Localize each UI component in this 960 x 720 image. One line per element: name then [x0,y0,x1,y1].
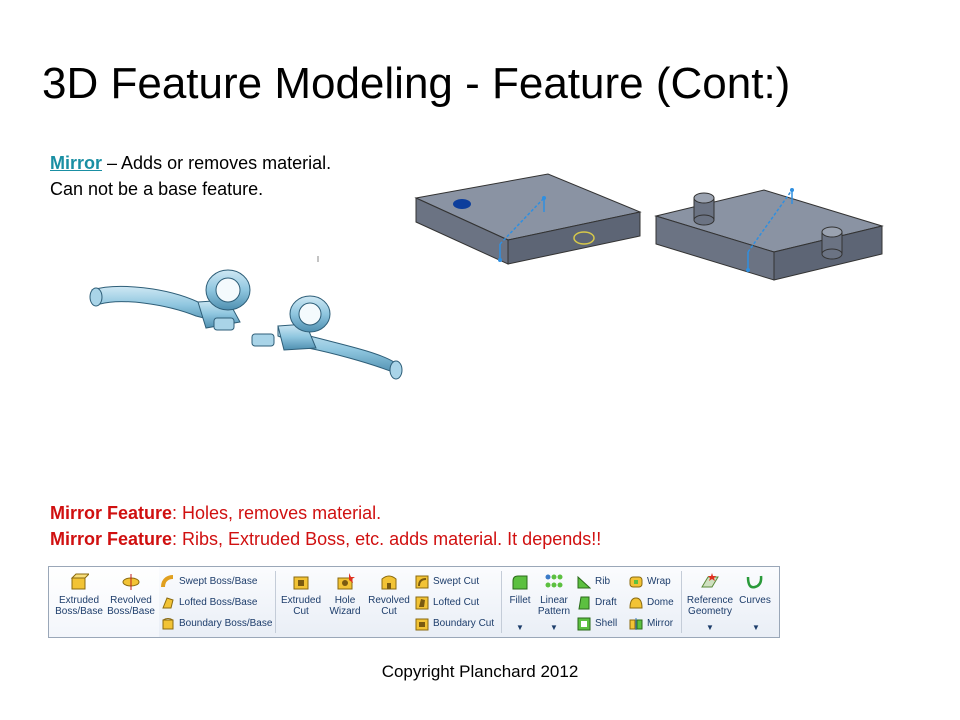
mirror-link[interactable]: Mirror [50,153,103,173]
hole-wizard-button[interactable]: Hole Wizard [325,573,365,617]
extruded-cut-button[interactable]: Extruded Cut [279,573,323,617]
linear-pattern-icon [545,574,563,588]
toolbar-separator [501,571,502,633]
mirror-feature-notes: Mirror Feature: Holes, removes material.… [50,500,601,552]
features-toolbar: Extruded Boss/Base Revolved Boss/Base Sw… [48,566,780,638]
lofted-boss-icon [162,597,174,609]
dome-icon [629,597,643,609]
shell-icon [577,617,591,631]
boundary-cut-icon [415,618,429,631]
wrap-button[interactable]: Wrap [629,575,671,589]
swept-boss-button[interactable]: Swept Boss/Base [161,575,257,589]
swept-cut-icon [415,575,429,589]
draft-button[interactable]: Draft [577,596,617,610]
wrap-icon [629,576,643,588]
linear-pattern-button[interactable]: Linear Pattern [535,573,573,617]
extruded-cut-icon [293,576,309,590]
swept-cut-button[interactable]: Swept Cut [415,575,479,589]
extruded-boss-button[interactable]: Extruded Boss/Base [55,573,103,617]
revolved-boss-icon [122,574,140,590]
reference-geometry-button[interactable]: Reference Geometry [685,573,735,617]
revolved-cut-icon [381,575,397,590]
swept-boss-icon [161,575,174,588]
curves-icon [746,575,763,589]
toolbar-separator [275,571,276,633]
lofted-cut-button[interactable]: Lofted Cut [415,596,479,610]
fillet-icon [512,575,528,590]
fillet-button[interactable]: Fillet [505,573,535,606]
lofted-cut-icon [415,596,429,610]
mirror-boss-plate-image [654,188,884,281]
copyright-footer: Copyright Planchard 2012 [381,662,579,681]
rib-icon [577,575,591,589]
boundary-boss-button[interactable]: Boundary Boss/Base [161,617,272,631]
draft-icon [578,596,590,610]
boundary-boss-icon [162,618,174,630]
toolbar-separator [681,571,682,633]
brake-lever-image [89,256,403,380]
curves-button[interactable]: Curves [737,573,773,606]
fillet-dropdown-icon[interactable]: ▼ [516,623,524,632]
shell-button[interactable]: Shell [577,617,617,631]
active-group-highlight [49,567,159,637]
lofted-boss-button[interactable]: Lofted Boss/Base [161,596,257,610]
boundary-cut-button[interactable]: Boundary Cut [415,617,494,631]
reference-geometry-dropdown-icon[interactable]: ▼ [706,623,714,632]
intro-paragraph: Mirror – Adds or removes material. Can n… [50,150,360,202]
mirror-button[interactable]: Mirror [629,617,673,631]
note-ribs: Mirror Feature: Ribs, Extruded Boss, etc… [50,529,602,549]
hole-wizard-icon [337,573,355,590]
dome-button[interactable]: Dome [629,596,674,610]
revolved-boss-button[interactable]: Revolved Boss/Base [105,573,157,617]
linear-pattern-dropdown-icon[interactable]: ▼ [550,623,558,632]
page-title: 3D Feature Modeling - Feature (Cont:) [42,59,791,108]
curves-dropdown-icon[interactable]: ▼ [752,623,760,632]
reference-geometry-icon [701,573,719,588]
revolved-cut-button[interactable]: Revolved Cut [367,573,411,617]
mirror-hole-plate-image [414,173,642,265]
rib-button[interactable]: Rib [577,575,610,589]
intro-text: – Adds or removes material. Can not be a… [50,153,332,199]
extruded-boss-icon [70,573,89,590]
mirror-icon [629,618,643,630]
note-holes: Mirror Feature: Holes, removes material. [50,503,382,523]
